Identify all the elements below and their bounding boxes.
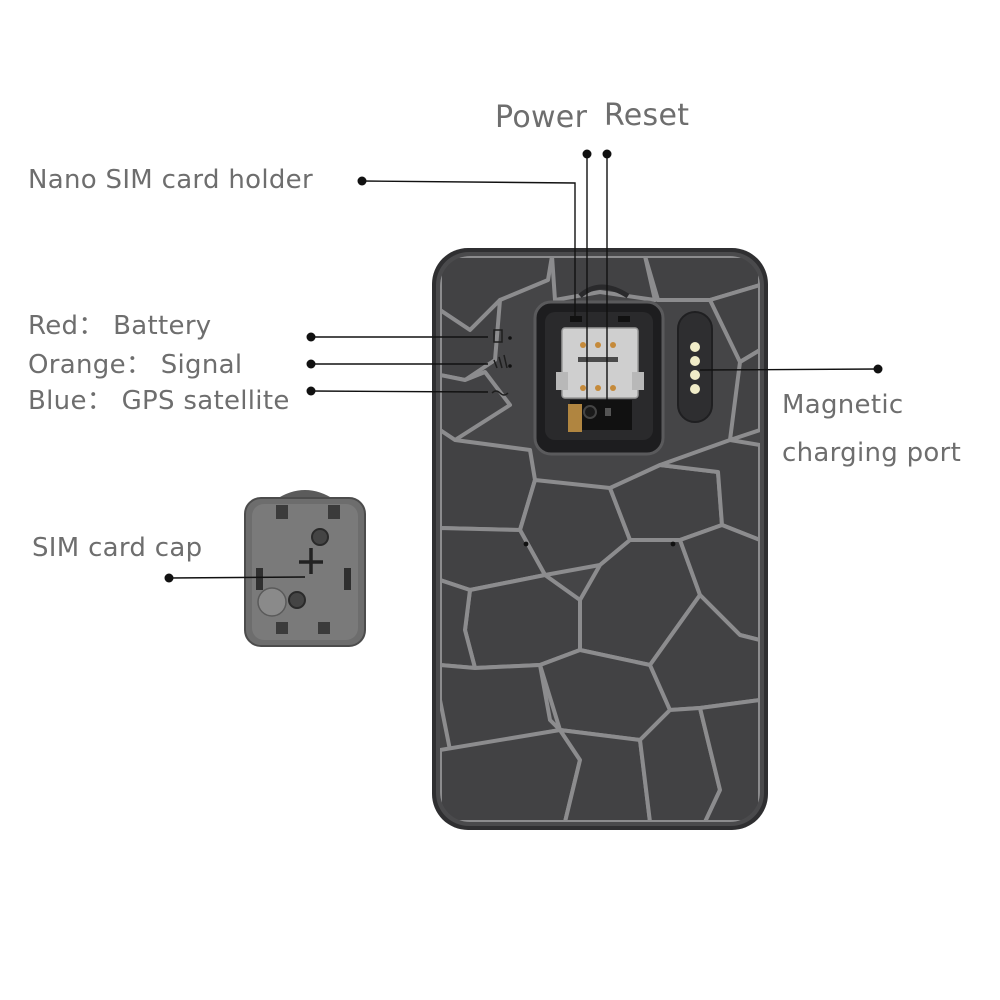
- reset-button[interactable]: [605, 408, 611, 416]
- nano-sim-card-holder[interactable]: [556, 327, 644, 399]
- sim-card-cap-label: SIM card cap: [32, 533, 203, 563]
- charging-pin-icon: [690, 356, 700, 366]
- signal-icon: [493, 354, 512, 369]
- gps-tracker-device: [432, 248, 768, 830]
- leader-dots: [164, 149, 883, 583]
- reset-label: Reset: [604, 98, 690, 133]
- leader-lines: [168, 155, 879, 579]
- red-battery-label: Red： Battery: [28, 311, 212, 341]
- sim-compartment: [533, 284, 665, 456]
- battery-icon: [493, 329, 512, 343]
- charging-pin-icon: [690, 384, 700, 394]
- sim-card-cap[interactable]: [244, 490, 366, 647]
- charging-pin-icon: [690, 370, 700, 380]
- power-button[interactable]: [583, 405, 597, 419]
- blue-gps-label: Blue： GPS satellite: [28, 386, 290, 416]
- charging-pin-icon: [690, 342, 700, 352]
- nano-sim-holder-label: Nano SIM card holder: [28, 165, 313, 195]
- magnetic-charging-label-line2: charging port: [782, 438, 962, 468]
- gps-satellite-icon: [491, 390, 509, 396]
- magnetic-charging-port[interactable]: [677, 311, 713, 423]
- magnetic-charging-label-line1: Magnetic: [782, 390, 904, 420]
- power-label: Power: [495, 100, 588, 135]
- orange-signal-label: Orange： Signal: [28, 350, 243, 380]
